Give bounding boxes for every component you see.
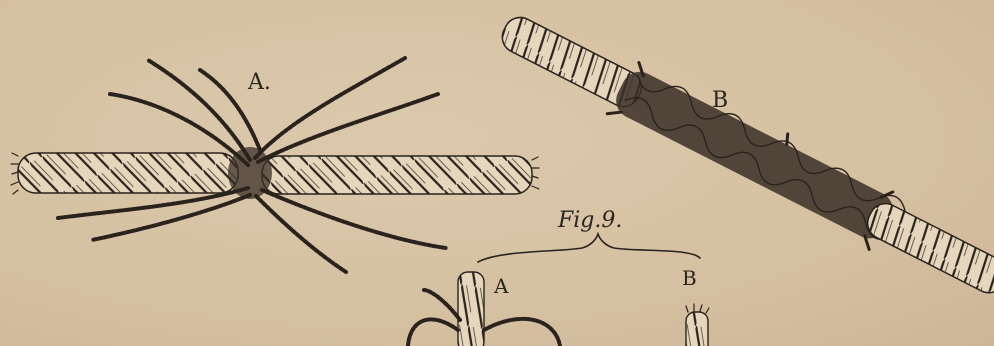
rope-a-right-body: [262, 156, 532, 194]
rope-a-right-fray: [532, 157, 539, 189]
fig9-rope-a-stem: [458, 272, 484, 346]
fig9-brace: [478, 234, 700, 262]
rope-a-left-fray: [11, 153, 18, 194]
rope-a-left-body: [18, 153, 238, 193]
fig9-rope-a: [408, 272, 560, 346]
rope-a-figure: [11, 58, 539, 272]
label-fig9-b: B: [682, 268, 697, 288]
label-rope-a: A.: [248, 72, 271, 94]
label-rope-b: B: [712, 90, 728, 112]
fig9-rope-b-stem: [686, 312, 708, 346]
rope-b-figure: [490, 0, 994, 311]
rope-b-lower-body: [862, 198, 994, 298]
fig9-rope-b: [686, 304, 709, 346]
label-fig9-a: A: [494, 276, 508, 296]
figure-caption: Fig.9.: [558, 210, 622, 232]
